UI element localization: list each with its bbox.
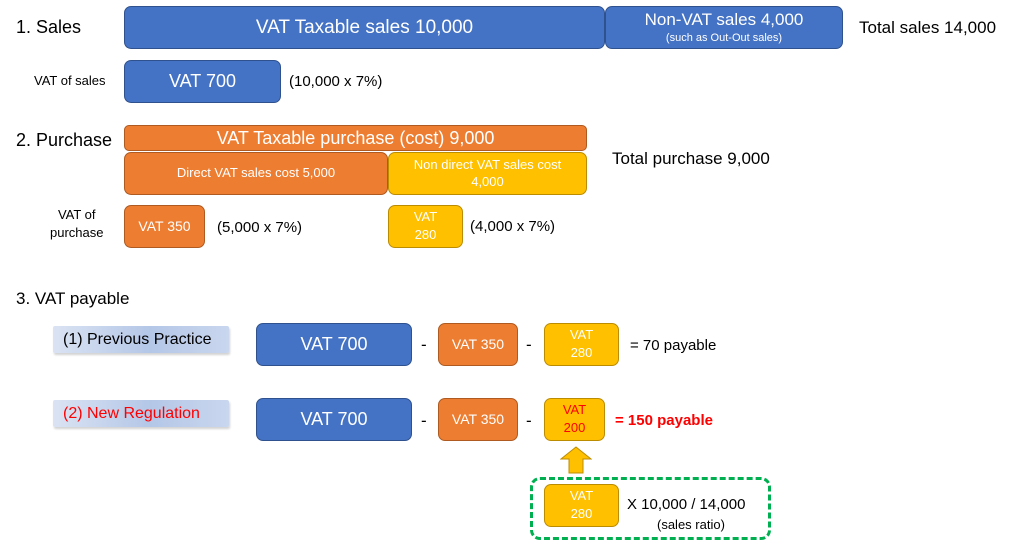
purchase-heading: 2. Purchase [16,130,113,150]
vat-sales-calc: (10,000 x 7%) [289,73,383,90]
prev-minus-2: - [526,335,532,354]
prev-vat-direct-text: VAT 350 [451,336,505,353]
prev-vat-direct-box: VAT 350 [438,323,518,366]
new-vat-nondirect-box: VAT 200 [544,398,605,441]
non-vat-sales-text: Non-VAT sales 4,000 [644,10,804,30]
new-minus-2: - [526,411,532,430]
vat-payable-heading: 3. VAT payable [16,289,130,308]
new-result-text: = 150 payable [615,412,713,429]
vat-sales-text: VAT 700 [168,71,237,92]
vat-non-direct-line2: 280 [414,227,437,242]
total-purchase-text: Total purchase 9,000 [612,149,770,168]
ratio-formula-text: X 10,000 / 14,000 [627,496,746,513]
vat-of-purchase-label: VAT of purchase [50,206,103,242]
non-vat-sales-note: (such as Out-Out sales) [665,31,783,44]
direct-vat-sales-cost-box: Direct VAT sales cost 5,000 [124,152,388,195]
direct-vat-sales-cost-text: Direct VAT sales cost 5,000 [176,165,336,181]
sales-heading: 1. Sales [16,17,82,37]
vat-non-direct-purchase-box: VAT 280 [388,205,463,248]
ratio-vat-box: VAT 280 [544,484,619,527]
new-regulation-label: (2) New Regulation [63,404,200,422]
vat-taxable-sales-text: VAT Taxable sales 10,000 [255,16,474,38]
non-direct-cost-line2: 4,000 [471,173,504,189]
new-vat-nd-line1: VAT [562,402,587,418]
ratio-vat-line1: VAT [569,488,594,504]
previous-practice-label: (1) Previous Practice [63,330,212,348]
previous-practice-tag: (1) Previous Practice [53,326,229,353]
non-direct-cost-line1: Non direct VAT sales cost [413,156,562,172]
up-arrow-icon [560,446,592,474]
non-direct-vat-sales-cost-box: Non direct VAT sales cost 4,000 [388,152,587,195]
vat-of-purchase-line2: purchase [50,225,104,241]
new-vat-direct-box: VAT 350 [438,398,518,441]
new-vat-sales-box: VAT 700 [256,398,412,441]
vat-taxable-purchase-box: VAT Taxable purchase (cost) 9,000 [124,125,587,151]
vat-taxable-sales-box: VAT Taxable sales 10,000 [124,6,605,49]
prev-vat-nd-line2: 280 [570,345,593,360]
new-vat-nd-line2: 200 [563,420,586,435]
vat-non-direct-line1: VAT [413,209,438,225]
sales-ratio-group [530,477,771,540]
prev-result-text: = 70 payable [630,337,717,354]
prev-vat-sales-text: VAT 700 [300,334,368,355]
vat-direct-purchase-text: VAT 350 [138,218,191,235]
new-regulation-tag: (2) New Regulation [53,400,229,427]
new-vat-direct-text: VAT 350 [451,411,505,428]
non-vat-sales-box: Non-VAT sales 4,000 (such as Out-Out sal… [605,6,843,49]
ratio-vat-line2: 280 [570,506,593,521]
vat-direct-purchase-box: VAT 350 [124,205,205,248]
vat-non-direct-purchase-calc: (4,000 x 7%) [470,218,556,235]
vat-sales-box: VAT 700 [124,60,281,103]
new-minus-1: - [421,411,427,430]
vat-direct-purchase-calc: (5,000 x 7%) [217,219,303,236]
new-vat-sales-text: VAT 700 [300,409,368,430]
prev-vat-nd-line1: VAT [569,327,594,343]
vat-of-purchase-line1: VAT of [57,207,96,222]
ratio-note-text: (sales ratio) [657,517,725,532]
prev-vat-nondirect-box: VAT 280 [544,323,619,366]
prev-vat-sales-box: VAT 700 [256,323,412,366]
vat-of-sales-label: VAT of sales [34,73,106,88]
vat-taxable-purchase-text: VAT Taxable purchase (cost) 9,000 [216,127,495,148]
prev-minus-1: - [421,335,427,354]
total-sales-text: Total sales 14,000 [859,18,997,37]
